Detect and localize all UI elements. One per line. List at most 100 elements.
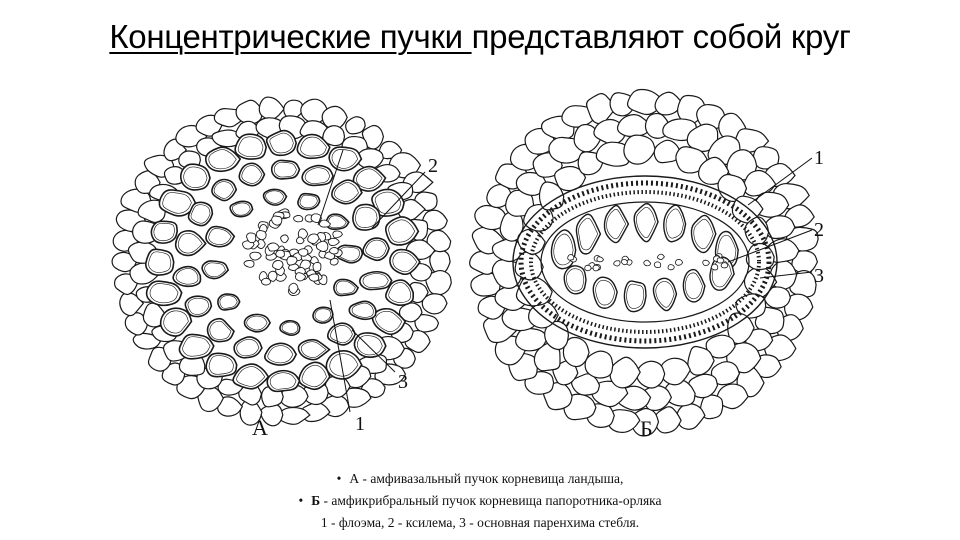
diagram-b-letter: Б [640,416,653,441]
figure-caption: •А - амфивазальный пучок корневища ланды… [0,468,960,534]
xylem-vessel [184,295,213,318]
xylem-vessel [301,164,334,187]
phloem-cell [288,282,299,294]
xylem-vessel-wall [566,268,585,292]
xylem-vessel [206,317,235,343]
xylem-vessel-wall [246,315,268,331]
xylem-parenchyma-cell [702,259,710,267]
xylem-vessel-wall [273,161,297,178]
phloem-cell [297,228,309,240]
xylem-vessel-wall [236,338,260,357]
parenchyma-cell [345,116,366,135]
xylem-vessel-wall [304,167,331,184]
xylem-vessel [331,179,363,205]
ground-parenchyma-cell [783,293,814,321]
xylem-vessel-wall [365,239,387,259]
phloem-cell [312,261,322,272]
xylem-vessel [326,322,357,346]
xylem-vessel [263,342,298,366]
xylem-vessel [159,307,193,337]
ground-parenchyma-cell [659,357,691,386]
phloem-cell [272,259,284,271]
phloem-cell [295,236,305,245]
parenchyma-cell [277,406,311,425]
xylem-vessel [663,204,687,243]
diagram-b-leaders [727,157,813,279]
phloem-cell [280,234,289,244]
slide-title: Концентрические пучки представляют собой… [0,18,960,56]
xylem-vessel [205,352,238,378]
caption-legend-line: 1 - флоэма, 2 - ксилема, 3 - основная па… [0,512,960,534]
parenchyma-cell [217,396,244,417]
xylem-vessel-wall [148,251,172,273]
xylem-vessel-wall [281,321,299,334]
phloem-cell [286,256,298,266]
phloem-cell [332,230,343,239]
parenchyma-cell [414,314,440,333]
xylem-parenchyma-cell [620,259,628,266]
xylem-vessel-wall [331,149,359,169]
caption-line-b: •Б - амфикрибральный пучок корневища пап… [0,490,960,512]
parenchyma-cell [137,199,167,224]
xylem-vessel-wall [241,165,263,184]
xylem-vessel [652,277,678,312]
endodermis-outline [512,175,778,349]
xylem-vessel-wall [299,194,318,209]
phloem-cell [310,213,322,224]
xylem-parenchyma-cell [584,264,592,272]
xylem-vessel [234,133,268,160]
phloem-cell [319,219,331,228]
xylem-vessel-wall [375,310,403,333]
xylem-vessel [205,225,236,248]
xylem-parenchyma-cell [613,260,621,267]
parenchyma-cell [321,105,348,130]
diagram-a-label-3: 3 [398,371,408,393]
ground-parenchyma-cell [584,350,614,379]
xylem-vessel-wall [265,190,285,204]
diagram-a-label-2: 2 [428,155,438,177]
xylem-vessel-wall [334,182,359,202]
diagram-b-label-3: 3 [814,265,824,287]
phloem-cell [315,240,329,252]
xylem-parenchyma-cell [596,256,604,263]
title-underlined-part: Концентрические пучки [109,18,472,55]
xylem-vessel-wall [208,149,237,170]
xylem-vessel [150,220,179,244]
xylem-parenchyma-cell [716,257,725,264]
xylem-vessel-wall [356,168,383,189]
xylem-vessel-wall [595,279,616,306]
phloem-cell [246,232,257,244]
xylem-vessel-wall [300,341,327,358]
xylem-vessel [297,192,321,211]
phloem-cell [243,259,255,268]
xylem-vessel-wall [655,281,675,308]
xylem-vessel-wall [269,132,294,154]
xylem-vessel [633,202,659,243]
xylem-vessel [229,200,254,218]
xylem-vessel [266,369,301,393]
xylem-vessel [232,363,270,390]
xylem-vessel [174,230,207,257]
xylem-vessel-wall [231,202,251,216]
xylem-parenchyma-cell [657,253,665,261]
xylem-vessel-wall [330,325,353,344]
ground-parenchyma-cell [654,406,682,434]
parenchyma-cell [283,99,305,120]
caption-line-b-letter: Б [311,493,321,508]
xylem-vessel [179,163,211,191]
xylem-vessel [682,268,706,303]
ground-parenchyma-cell [623,134,657,165]
xylem-vessel [348,300,377,321]
xylem-vessel-wall [362,273,389,289]
ground-parenchyma-cell [609,356,641,389]
xylem-vessel-wall [149,283,179,304]
xylem-parenchyma-cell [720,262,729,269]
xylem-vessel [690,214,717,254]
xylem-vessel-wall [208,355,234,375]
xylem-vessel-wall [355,206,378,228]
xylem-vessel [145,280,183,307]
phloem-cell [298,248,309,257]
caption-legend-text: 1 - флоэма, 2 - ксилема, 3 - основная па… [320,515,640,530]
ground-parenchyma-cell [595,141,630,167]
